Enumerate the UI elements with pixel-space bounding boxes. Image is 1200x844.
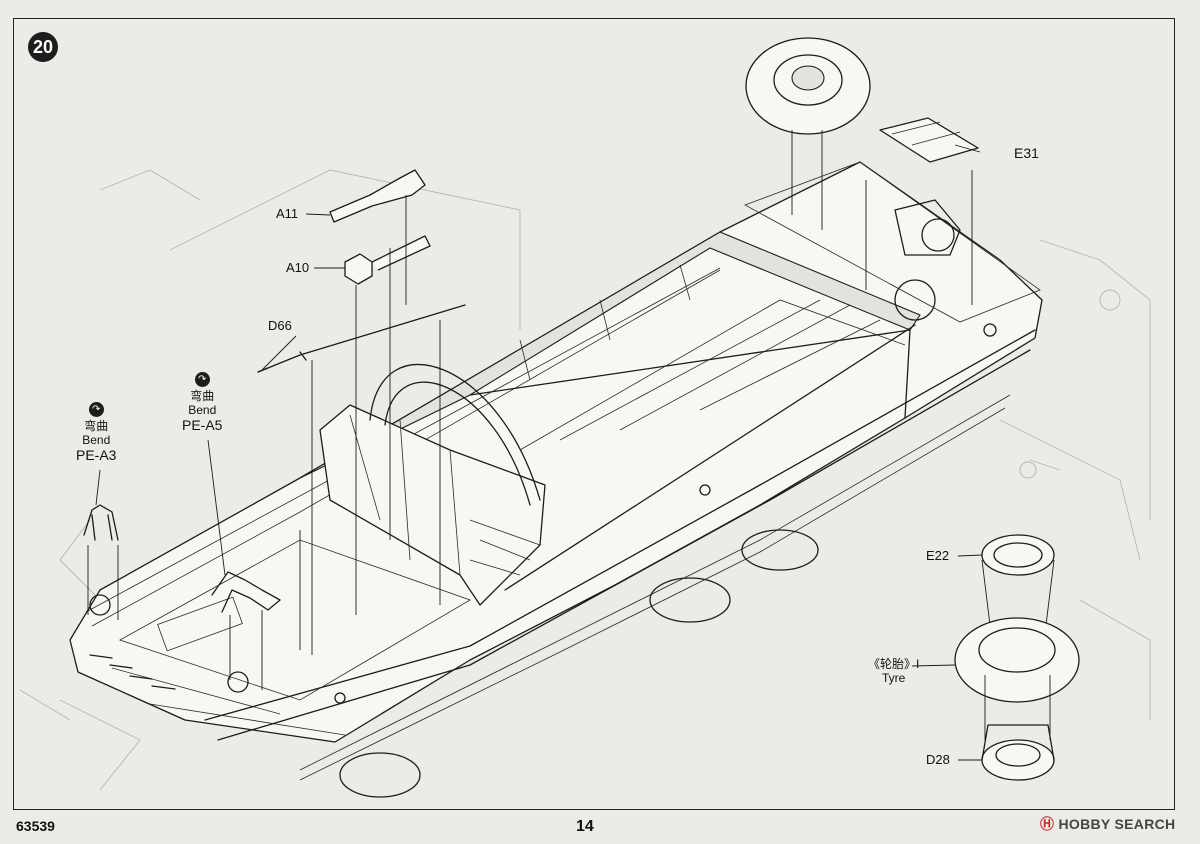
side-strake-2 — [217, 349, 1031, 741]
hull-body — [69, 161, 1043, 743]
part-label-d66: D66 — [268, 318, 292, 333]
part-d28-hub — [981, 739, 1055, 781]
hull — [69, 161, 1043, 798]
note-pe-a3: ↷ 弯曲 Bend PE-A3 — [76, 402, 116, 464]
note-tyre-en: Tyre — [882, 671, 906, 685]
page-frame — [13, 18, 1175, 810]
watermark: Ⓗ HOBBY SEARCH — [1040, 814, 1175, 834]
part-a10-shovel — [344, 235, 431, 285]
part-e22-hub — [981, 534, 1055, 576]
kit-number: 63539 — [16, 818, 55, 834]
page-number: 14 — [576, 818, 594, 835]
hull-wheel-1 — [339, 752, 421, 798]
note-pe-a5-part: PE-A5 — [182, 417, 223, 433]
cargo-rim — [469, 329, 911, 419]
part-pe-a5-bracket — [211, 571, 281, 613]
bend-icon: ↷ — [194, 372, 210, 387]
side-strake-1 — [204, 329, 1036, 721]
watermark-logo-icon: Ⓗ — [1040, 816, 1055, 832]
note-tyre: 《轮胎》I Tyre — [868, 657, 919, 685]
ghost-background — [19, 169, 1151, 791]
note-pe-a3-part: PE-A3 — [76, 447, 117, 463]
part-d66-rod — [257, 304, 466, 373]
note-tyre-cn: 《轮胎》I — [868, 657, 920, 671]
bend-icon: ↷ — [88, 402, 104, 417]
leader-lines — [87, 130, 983, 761]
hull-wheel-2 — [649, 577, 731, 623]
loose-parts — [83, 37, 1080, 781]
step-number-badge: 20 — [28, 32, 58, 62]
part-tyre — [954, 617, 1080, 703]
part-label-a10: A10 — [286, 260, 310, 275]
winch — [894, 199, 961, 256]
watermark-text: HOBBY SEARCH — [1058, 816, 1176, 832]
part-label-e31: E31 — [1014, 145, 1039, 161]
note-pe-a5: ↷ 弯曲 Bend PE-A5 — [182, 372, 222, 434]
part-label-d28: D28 — [926, 752, 950, 767]
note-pe-a3-en: Bend — [82, 433, 111, 447]
windshield-hoop — [369, 363, 541, 501]
part-label-a11: A11 — [276, 206, 299, 221]
part-pe-a3-bracket — [83, 504, 119, 541]
note-pe-a5-cn: 弯曲 — [190, 389, 215, 403]
hull-wheel-3 — [741, 529, 819, 571]
note-pe-a3-cn: 弯曲 — [84, 419, 109, 433]
part-label-e22: E22 — [926, 548, 950, 563]
part-a11-axe — [329, 169, 426, 223]
note-pe-a5-en: Bend — [188, 403, 217, 417]
